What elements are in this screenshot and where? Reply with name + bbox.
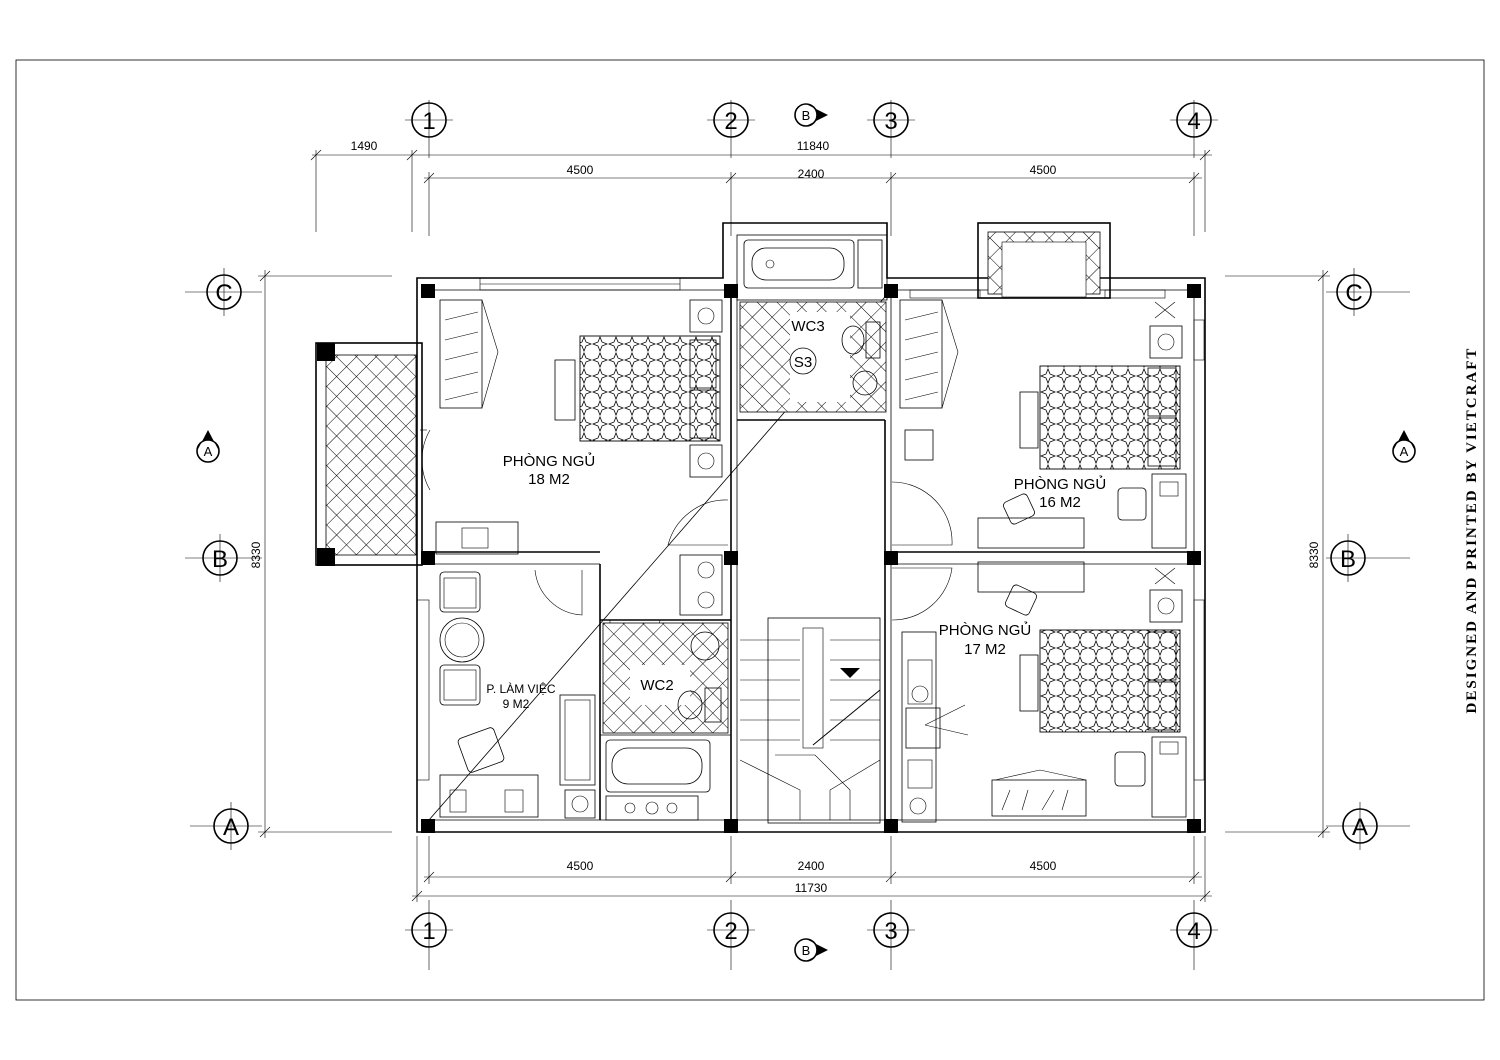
grid-bubble-c-right: C xyxy=(1336,268,1372,316)
svg-text:4: 4 xyxy=(1187,108,1200,135)
room-name-bedroom-17: PHÒNG NGỦ xyxy=(939,621,1032,639)
section-marker-b-bottom: B xyxy=(794,938,828,962)
svg-text:3: 3 xyxy=(884,108,897,135)
grid-bubble-1-top: 1 xyxy=(405,102,453,138)
room-area-bedroom-16: 16 M2 xyxy=(1039,494,1081,511)
walls xyxy=(315,222,1206,833)
svg-text:A: A xyxy=(1352,814,1368,841)
grid-bubble-b-right: B xyxy=(1330,534,1366,582)
svg-text:2: 2 xyxy=(724,918,737,945)
room-name-bedroom-16: PHÒNG NGỦ xyxy=(1014,475,1107,493)
svg-text:1: 1 xyxy=(422,108,435,135)
svg-text:B: B xyxy=(802,108,811,123)
room-name-bedroom-18: PHÒNG NGỦ xyxy=(503,452,596,470)
grid-bubble-4-bottom: 4 xyxy=(1170,912,1218,948)
stair-arrow-icon xyxy=(840,668,860,678)
svg-text:1: 1 xyxy=(422,918,435,945)
dim-top-offset: 1490 xyxy=(351,139,378,153)
svg-text:C: C xyxy=(1345,280,1362,307)
bathroom-wc3 xyxy=(739,239,887,413)
furniture-bedroom-18 xyxy=(435,299,723,555)
grid-bubble-4-top: 4 xyxy=(1170,102,1218,138)
furniture-bedroom-17 xyxy=(901,561,1187,823)
svg-text:B: B xyxy=(802,943,811,958)
grid-bubble-c-left: C xyxy=(206,268,242,316)
dim-right-height: 8330 xyxy=(1307,541,1321,568)
room-area-study: 9 M2 xyxy=(503,697,530,711)
drawing-frame xyxy=(15,59,1485,1001)
designer-signature: DESIGNED AND PRINTED BY VIETCRAFT xyxy=(1464,347,1480,714)
svg-text:A: A xyxy=(204,444,213,459)
grid-bubble-b-left: B xyxy=(202,534,238,582)
bathroom-wc2 xyxy=(602,622,729,821)
section-marker-a-left: A xyxy=(196,430,220,463)
dim-bottom-span-1: 4500 xyxy=(567,859,594,873)
grid-bubble-1-bottom: 1 xyxy=(405,912,453,948)
dim-bottom-span-3: 4500 xyxy=(1030,859,1057,873)
svg-text:3: 3 xyxy=(884,918,897,945)
section-marker-a-right: A xyxy=(1392,430,1416,463)
svg-text:B: B xyxy=(212,546,228,573)
dim-top-span-3: 4500 xyxy=(1030,163,1057,177)
dim-bottom-span-2: 2400 xyxy=(798,859,825,873)
furniture-study xyxy=(439,554,723,819)
grid-bubbles: 1 2 3 4 1 2 3 xyxy=(202,102,1378,948)
furniture-bedroom-16 xyxy=(899,299,1187,549)
room-area-bedroom-18: 18 M2 xyxy=(528,471,570,488)
room-name-study: P. LÀM VIỆC xyxy=(486,681,555,696)
dim-top-span-2: 2400 xyxy=(798,167,825,181)
grid-bubble-2-top: 2 xyxy=(707,102,755,138)
svg-text:A: A xyxy=(223,814,239,841)
dim-top-overall: 11840 xyxy=(797,139,830,153)
svg-text:B: B xyxy=(1340,546,1356,573)
svg-text:C: C xyxy=(215,280,232,307)
room-tag-s3 xyxy=(789,347,817,375)
dim-bottom-overall: 11730 xyxy=(795,881,828,895)
dimension-texts: 1490 11840 4500 2400 4500 4500 2400 4500… xyxy=(249,139,1321,895)
grid-bubble-2-bottom: 2 xyxy=(707,912,755,948)
dimension-lines xyxy=(185,100,1410,970)
grid-bubble-a-right: A xyxy=(1342,802,1378,850)
svg-text:A: A xyxy=(1400,444,1409,459)
dim-left-height: 8330 xyxy=(249,541,263,568)
grid-bubble-a-left: A xyxy=(213,802,249,850)
grid-bubble-3-bottom: 3 xyxy=(867,912,915,948)
svg-text:4: 4 xyxy=(1187,918,1200,945)
svg-text:2: 2 xyxy=(724,108,737,135)
room-labels: PHÒNG NGỦ 18 M2 PHÒNG NGỦ 16 M2 PHÒNG NG… xyxy=(486,318,1106,711)
room-area-wc3: S3 xyxy=(794,354,812,371)
dim-top-span-1: 4500 xyxy=(567,163,594,177)
room-name-wc2: WC2 xyxy=(640,677,673,694)
room-name-wc3: WC3 xyxy=(791,318,824,335)
room-area-bedroom-17: 17 M2 xyxy=(964,641,1006,658)
grid-bubble-3-top: 3 xyxy=(867,102,915,138)
section-marker-b-top: B xyxy=(794,103,828,127)
